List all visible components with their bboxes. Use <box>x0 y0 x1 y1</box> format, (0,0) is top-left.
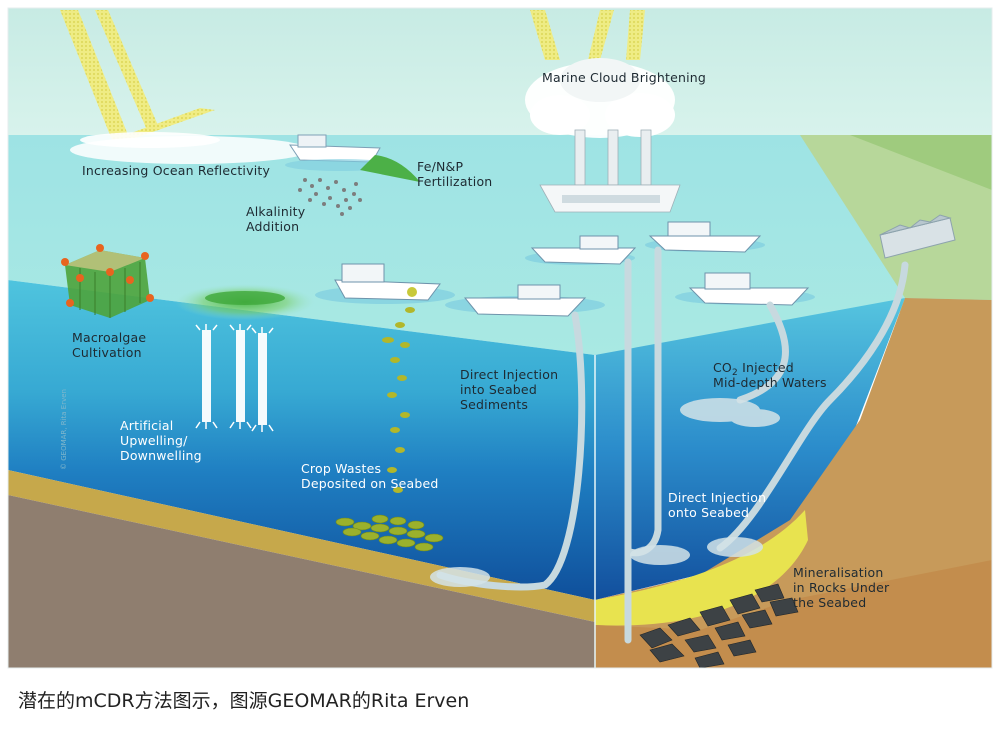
macroalgae-cage-icon <box>61 244 154 318</box>
label-direct-injection-onto-seabed: Direct Injection onto Seabed <box>668 490 767 520</box>
yellow-sediment-side <box>595 510 808 626</box>
mcdr-illustration <box>7 7 993 669</box>
reflective-foam <box>70 132 310 164</box>
ship-icon <box>285 134 420 182</box>
label-marine-cloud-brightening: Marine Cloud Brightening <box>542 70 707 85</box>
co2-ships <box>445 221 815 317</box>
upwelling-pipes-icon <box>195 324 274 432</box>
cloud-plume-icon <box>525 58 675 138</box>
crop-waste-pile <box>335 514 444 552</box>
co2-plumes <box>430 398 780 587</box>
label-macroalgae: Macroalgae Cultivation <box>72 330 147 360</box>
ocean-cross-section-side <box>595 298 905 600</box>
mineral-rocks <box>639 583 799 669</box>
label-mineralisation: Mineralisation in Rocks Under the Seabed <box>793 565 890 610</box>
label-crop-wastes: Crop Wastes Deposited on Seabed <box>301 461 439 491</box>
bedrock-front <box>8 495 595 668</box>
seabed-side <box>595 298 992 668</box>
land-surface <box>800 135 992 300</box>
label-co2-injected: CO2 Injected Mid-depth Waters <box>713 360 827 390</box>
image-credit: © GEOMAR, Rita Erven <box>60 389 68 470</box>
sky <box>8 8 992 138</box>
factory-icon <box>879 214 956 259</box>
crop-waste-ship-icon <box>315 263 455 304</box>
figure-caption: 潜在的mCDR方法图示，图源GEOMAR的Rita Erven <box>18 690 470 712</box>
label-fertilization: Fe/N&P Fertilization <box>417 159 493 189</box>
ocean-cross-section-front <box>8 280 595 600</box>
alkalinity-particles <box>298 178 362 216</box>
label-upwelling: Artificial Upwelling/ Downwelling <box>120 418 202 463</box>
cloud-brightening-vessel-icon <box>539 129 681 213</box>
label-alkalinity-addition: Alkalinity Addition <box>246 204 306 234</box>
label-ocean-reflectivity: Increasing Ocean Reflectivity <box>82 163 271 178</box>
label-direct-injection-sediments: Direct Injection into Seabed Sediments <box>460 367 559 412</box>
sunlight-beams <box>60 10 645 140</box>
crop-waste-particles <box>382 307 415 493</box>
